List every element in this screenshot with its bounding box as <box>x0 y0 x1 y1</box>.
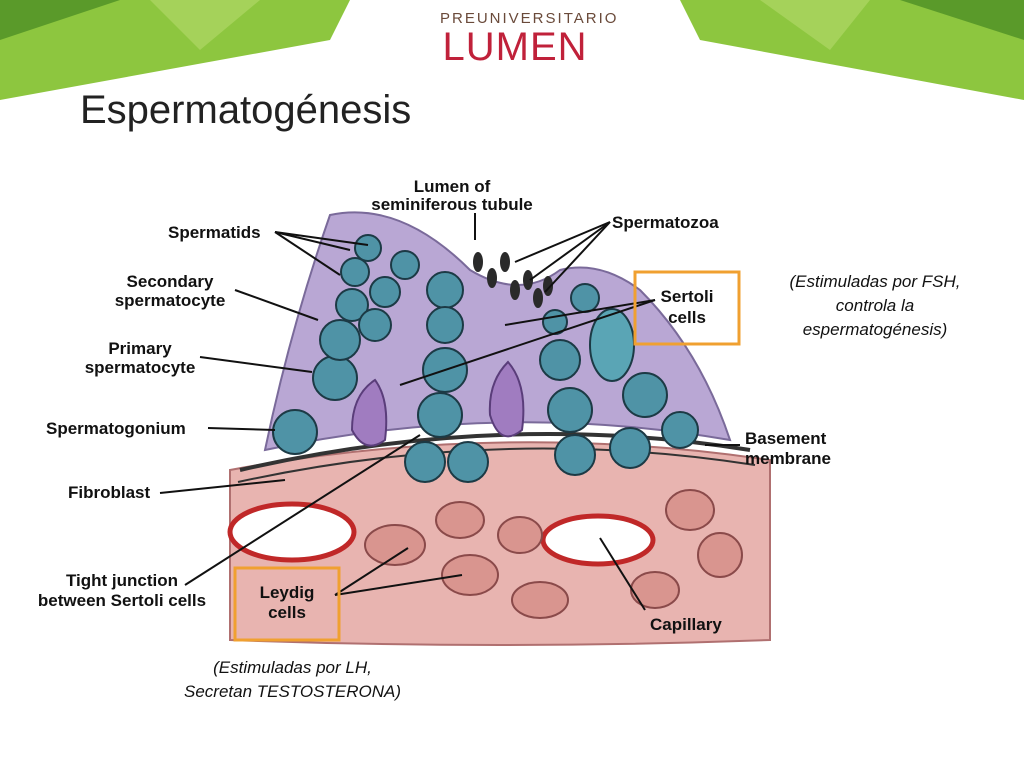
label-secondary-1: Secondary <box>127 272 214 291</box>
sertoli-highlight-box <box>633 270 741 346</box>
banner-left-light <box>0 0 350 100</box>
label-spermatozoa: Spermatozoa <box>612 213 719 232</box>
leydig-note-line-2: Secretan TESTOSTERONA) <box>184 682 401 701</box>
logo-main-text: LUMEN <box>442 25 588 69</box>
label-secondary-2: spermatocyte <box>115 291 226 310</box>
leydig-cells <box>364 489 743 619</box>
logo-top-text: PREUNIVERSITARIO <box>440 10 619 27</box>
sertoli-nucleus-2 <box>488 360 525 438</box>
sertoli-note: (Estimuladas por FSH, controla la esperm… <box>770 270 980 342</box>
slide-title: Espermatogénesis <box>80 88 412 132</box>
germ-cells <box>272 234 699 483</box>
capillary-left <box>227 501 357 563</box>
banner-right-dark <box>900 0 1024 40</box>
header-banner <box>0 0 1024 100</box>
banner-right-accent <box>760 0 870 50</box>
label-lumen-1: Lumen of <box>414 177 491 196</box>
capillary-right <box>540 513 656 567</box>
spermatozoa-heads <box>473 252 553 308</box>
banner-right-light <box>680 0 1024 100</box>
label-tight-junction-2: between Sertoli cells <box>38 591 206 610</box>
banner-left-dark <box>0 0 120 40</box>
label-primary-2: spermatocyte <box>85 358 196 377</box>
label-sertoli-2: cells <box>668 308 706 327</box>
basement-membrane-line-2 <box>237 447 756 483</box>
label-tight-junction-1: Tight junction <box>66 571 178 590</box>
sertoli-note-line-3: espermatogénesis) <box>802 320 948 339</box>
leydig-note-line-1: (Estimuladas por LH, <box>213 658 372 677</box>
leader-lines <box>159 213 740 611</box>
label-spermatogonium: Spermatogonium <box>46 419 186 438</box>
label-primary-1: Primary <box>108 339 172 358</box>
sertoli-note-line-1: (Estimuladas por FSH, <box>789 272 961 291</box>
label-basement-1: Basement <box>745 429 827 448</box>
label-fibroblast: Fibroblast <box>68 483 151 502</box>
label-spermatids: Spermatids <box>168 223 261 242</box>
lumen-logo: PREUNIVERSITARIO LUMEN <box>440 10 619 69</box>
leydig-highlight-box <box>233 566 341 642</box>
label-capillary: Capillary <box>650 615 722 634</box>
label-sertoli-1: Sertoli <box>661 287 714 306</box>
label-basement-2: membrane <box>745 449 831 468</box>
label-lumen-2: seminiferous tubule <box>371 195 533 214</box>
label-leydig-2: cells <box>268 603 306 622</box>
sertoli-note-line-2: controla la <box>835 296 915 315</box>
leydig-note: (Estimuladas por LH, Secretan TESTOSTERO… <box>170 656 415 704</box>
label-leydig-1: Leydig <box>260 583 315 602</box>
sertoli-nucleus-1 <box>350 378 388 447</box>
banner-left-accent <box>150 0 260 50</box>
